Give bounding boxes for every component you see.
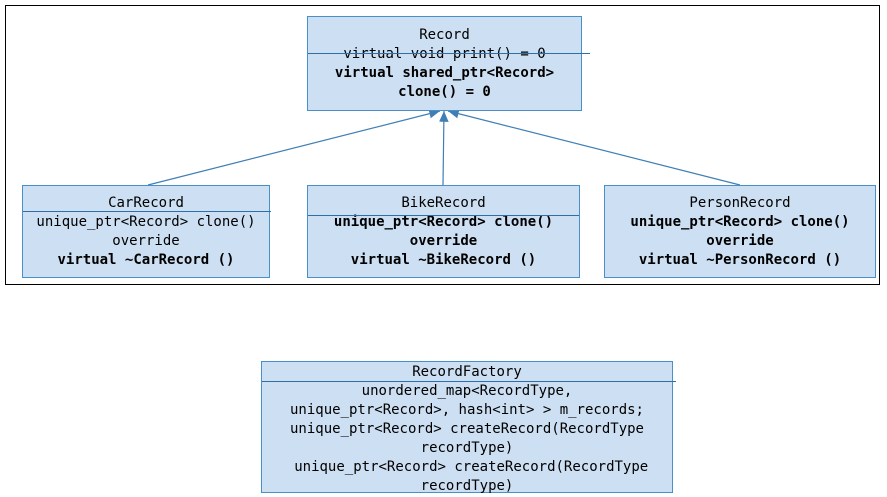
record-member: virtual shared_ptr<Record>	[334, 65, 555, 81]
factory-member: recordType)	[420, 440, 514, 456]
class-record-factory[interactable]: RecordFactory unordered_map<RecordType, …	[261, 361, 676, 494]
class-record-factory-title: RecordFactory	[412, 364, 522, 380]
class-record[interactable]: Record virtual void print() = 0 virtual …	[307, 16, 590, 111]
class-bike-record[interactable]: BikeRecord unique_ptr<Record> clone() ov…	[307, 185, 580, 278]
record-member: clone() = 0	[398, 84, 491, 100]
class-record-separator	[308, 53, 590, 54]
edge-car-to-record	[147, 109, 441, 186]
class-person-record-title: PersonRecord	[689, 195, 791, 211]
factory-member: unique_ptr<Record> createRecord(RecordTy…	[285, 459, 649, 475]
person-record-member: unique_ptr<Record> clone()	[630, 214, 850, 230]
class-record-factory-separator	[262, 381, 676, 382]
factory-member: recordType)	[420, 478, 514, 494]
edge-bike-to-record	[439, 110, 449, 186]
person-record-member: override	[706, 233, 774, 249]
bike-record-member: unique_ptr<Record> clone()	[333, 214, 554, 230]
car-record-member: unique_ptr<Record> clone()	[36, 214, 256, 230]
car-record-member: override	[112, 233, 180, 249]
class-car-record-separator	[23, 211, 271, 212]
class-car-record[interactable]: CarRecord unique_ptr<Record> clone() ove…	[22, 185, 271, 278]
record-member: virtual void print() = 0	[343, 46, 546, 62]
class-record-members: virtual void print() = 0 virtual shared_…	[308, 45, 581, 102]
car-record-member: virtual ~CarRecord ()	[57, 252, 235, 268]
class-bike-record-separator	[308, 215, 579, 216]
class-bike-record-title: BikeRecord	[401, 195, 486, 211]
factory-member: unordered_map<RecordType,	[361, 383, 573, 399]
person-record-member: virtual ~PersonRecord ()	[638, 252, 842, 268]
bike-record-member: override	[409, 233, 478, 249]
bike-record-member: virtual ~BikeRecord ()	[350, 252, 537, 268]
diagram-frame	[5, 5, 880, 285]
class-car-record-title: CarRecord	[108, 195, 184, 211]
class-record-title: Record	[419, 27, 470, 43]
factory-member: unique_ptr<Record> createRecord(RecordTy…	[289, 421, 644, 437]
factory-member: unique_ptr<Record>, hash<int> > m_record…	[289, 402, 644, 418]
class-person-record[interactable]: PersonRecord unique_ptr<Record> clone() …	[604, 185, 876, 278]
edge-person-to-record	[447, 109, 741, 186]
